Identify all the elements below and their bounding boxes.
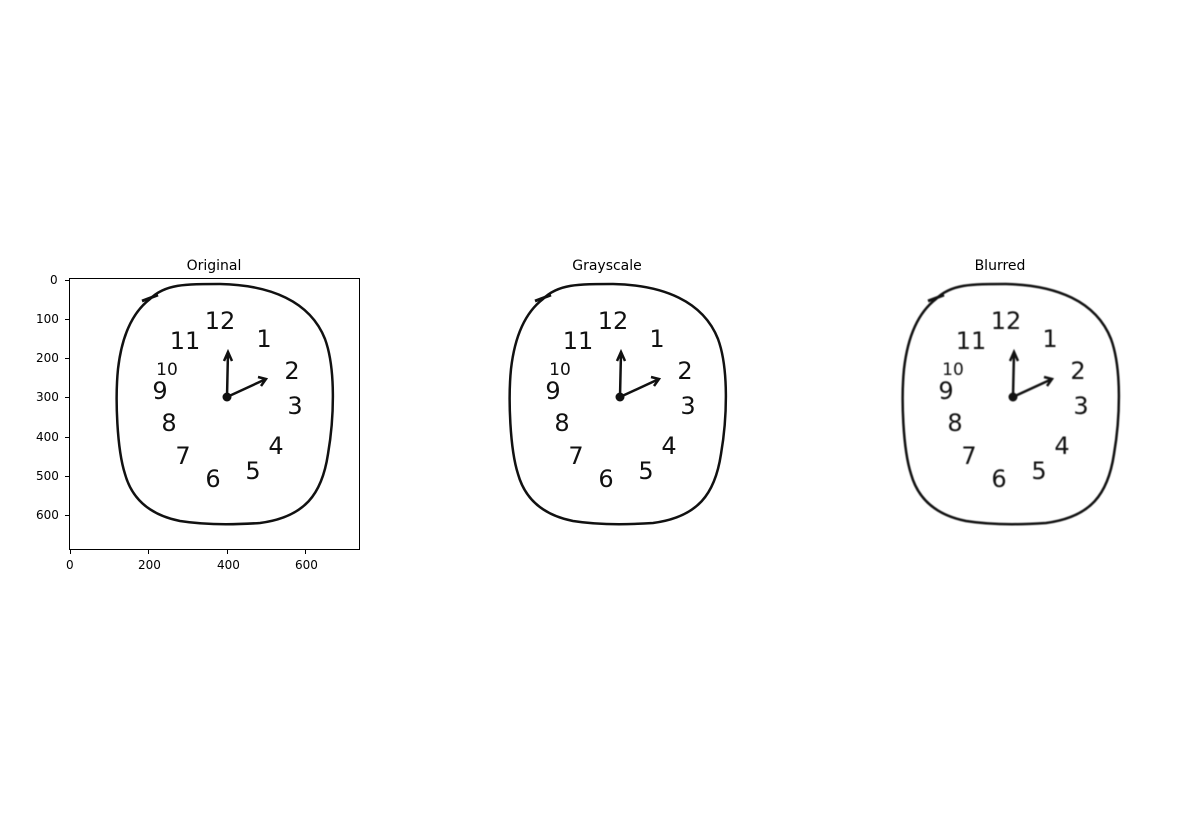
- x-tick-label: 600: [295, 558, 318, 572]
- clock-numeral: 10: [942, 360, 964, 380]
- clock-numeral: 9: [152, 377, 167, 405]
- clock-pen-mark: [141, 293, 159, 303]
- clock-numeral: 1: [649, 325, 664, 353]
- clock-numeral: 2: [284, 357, 299, 385]
- panel-title-grayscale: Grayscale: [572, 258, 642, 274]
- clock-numeral: 3: [680, 392, 695, 420]
- y-tick-label: 400: [36, 430, 59, 444]
- panel-title-original: Original: [186, 258, 242, 274]
- x-tick-label: 200: [138, 558, 161, 572]
- clock-pen-mark: [927, 293, 945, 303]
- clock-numeral: 5: [245, 457, 260, 485]
- clock-numeral: 9: [545, 377, 560, 405]
- clock-minute-hand: [1008, 348, 1020, 398]
- clock-minute-hand: [615, 348, 627, 398]
- clock-numeral: 8: [947, 409, 962, 437]
- clock-numeral: 11: [956, 327, 987, 355]
- y-tick-label: 200: [36, 351, 59, 365]
- y-tick-label: 600: [36, 508, 59, 522]
- clock-numeral: 7: [961, 442, 976, 470]
- clock-numeral: 2: [1070, 357, 1085, 385]
- clock-pen-mark: [534, 293, 552, 303]
- clock-numeral: 8: [554, 409, 569, 437]
- x-tick-label: 400: [217, 558, 240, 572]
- clock-minute-hand: [222, 348, 234, 398]
- clock-numeral: 11: [170, 327, 201, 355]
- y-tick-label: 300: [36, 390, 59, 404]
- clock-numeral: 3: [287, 392, 302, 420]
- y-tick-label: 0: [50, 273, 58, 287]
- clock-numeral: 6: [205, 465, 220, 493]
- x-tick-label: 0: [66, 558, 74, 572]
- y-tick-label: 500: [36, 469, 59, 483]
- clock-numeral: 9: [938, 377, 953, 405]
- clock-numeral: 1: [256, 325, 271, 353]
- clock-numeral: 5: [1031, 457, 1046, 485]
- clock-numeral: 4: [268, 432, 283, 460]
- clock-numeral: 4: [1054, 432, 1069, 460]
- clock-numeral: 10: [549, 360, 571, 380]
- clock-outline: [901, 282, 1121, 526]
- clock-numeral: 3: [1073, 392, 1088, 420]
- clock-numeral: 6: [991, 465, 1006, 493]
- clock-numeral: 12: [598, 307, 629, 335]
- clock-numeral: 7: [568, 442, 583, 470]
- clock-numeral: 6: [598, 465, 613, 493]
- clock-numeral: 8: [161, 409, 176, 437]
- clock-hour-hand: [619, 375, 662, 399]
- clock-center-dot: [615, 392, 625, 402]
- clock-numeral: 10: [156, 360, 178, 380]
- clock-numeral: 4: [661, 432, 676, 460]
- clock-numeral: 11: [563, 327, 594, 355]
- clock-numeral: 1: [1042, 325, 1057, 353]
- clock-outline: [508, 282, 728, 526]
- clock-numeral: 2: [677, 357, 692, 385]
- y-tick-label: 100: [36, 312, 59, 326]
- clock-numeral: 12: [205, 307, 236, 335]
- clock-outline: [115, 282, 335, 526]
- clock-numeral: 7: [175, 442, 190, 470]
- clock-hour-hand: [226, 375, 269, 399]
- clock-numeral: 12: [991, 307, 1022, 335]
- panel-title-blurred: Blurred: [974, 258, 1026, 274]
- clock-center-dot: [1008, 392, 1018, 402]
- clock-center-dot: [222, 392, 232, 402]
- original-axes-frame: [69, 278, 360, 550]
- clock-numeral: 5: [638, 457, 653, 485]
- clock-hour-hand: [1012, 375, 1055, 399]
